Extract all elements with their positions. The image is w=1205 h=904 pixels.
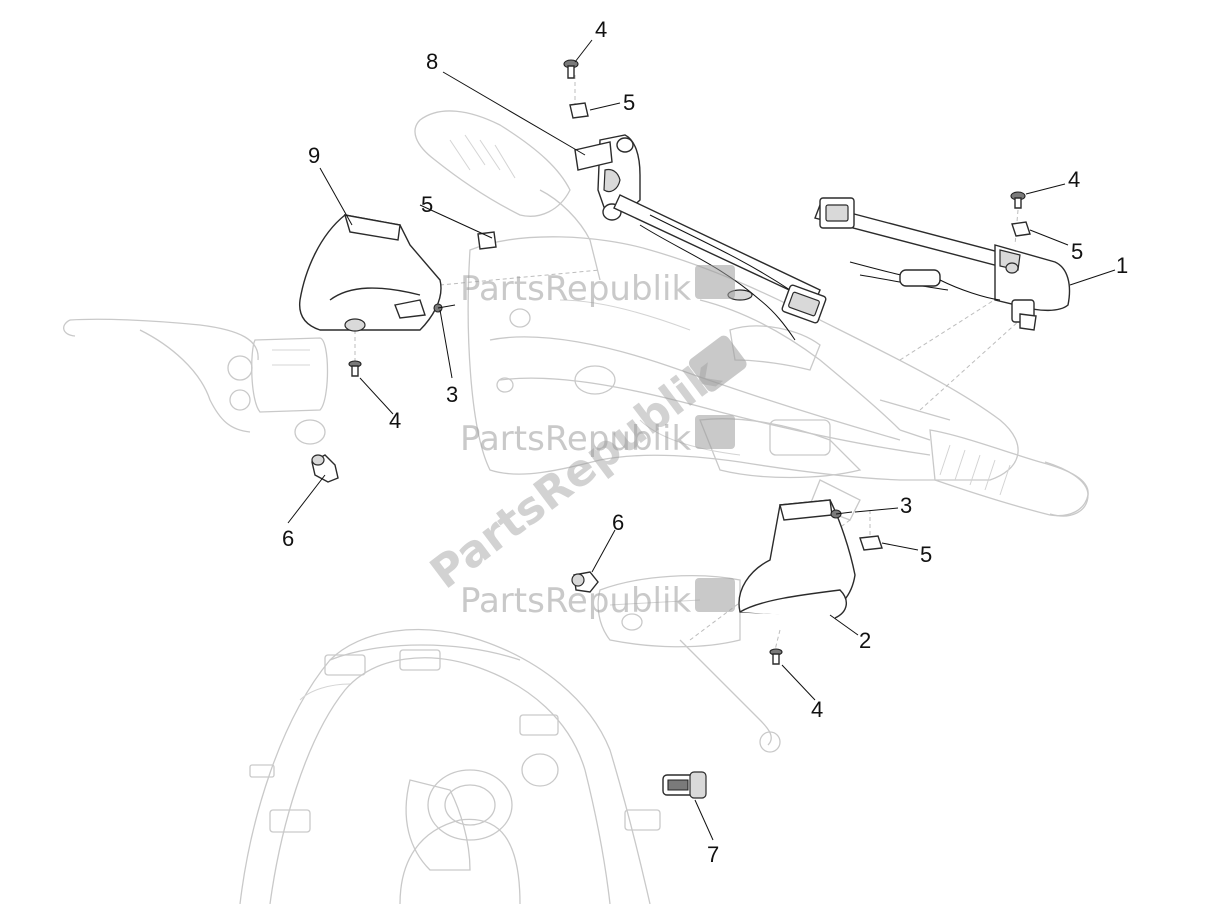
screw-4b-part [1010, 191, 1026, 209]
leader-lines [287, 39, 1116, 841]
screw-4a-part [563, 59, 579, 79]
left-grip-ghost [63, 110, 601, 445]
callout-6: 6 [282, 526, 294, 551]
left-control-switch-part [574, 134, 641, 221]
gear-icon [695, 415, 735, 449]
screw-4c-part [348, 360, 362, 377]
gear-icon [688, 335, 747, 392]
clip-5a-part [569, 102, 589, 119]
watermark-2: PartsRepublik [460, 415, 735, 459]
screw-3b-part [830, 509, 853, 519]
callout-4: 4 [811, 697, 823, 722]
headset-ghost [239, 629, 661, 904]
callout-5: 5 [623, 90, 635, 115]
callout-3: 3 [446, 382, 458, 407]
watermark-diagonal: PartsRepublik [421, 335, 747, 599]
callout-9: 9 [308, 143, 320, 168]
right-grip-ghost [899, 429, 1089, 517]
screw-4d-part [769, 648, 783, 665]
watermark-text: PartsRepublik [421, 348, 730, 599]
watermark-text: PartsRepublik [460, 419, 691, 459]
watermark-text: PartsRepublik [460, 581, 691, 621]
callout-5: 5 [1071, 239, 1083, 264]
socket-part [662, 771, 707, 799]
callout-5: 5 [920, 542, 932, 567]
handlebar-frame-ghost [467, 236, 1019, 521]
callout-4: 4 [595, 17, 607, 42]
clip-5d-part [859, 535, 883, 551]
callout-4: 4 [1068, 167, 1080, 192]
bulb-left-part [311, 454, 339, 483]
watermark-3: PartsRepublik [460, 578, 735, 621]
right-lever-ghost [597, 575, 781, 753]
bulb-right-part [571, 571, 599, 593]
left-switch-cover-part [298, 214, 442, 332]
callout-2: 2 [859, 628, 871, 653]
clip-5c-part [477, 231, 497, 250]
callout-6: 6 [612, 510, 624, 535]
gear-icon [695, 578, 735, 612]
callout-1: 1 [1116, 253, 1128, 278]
right-switch-assembly-part [814, 197, 1071, 331]
callout-4: 4 [389, 408, 401, 433]
clip-5b-part [1011, 221, 1031, 237]
screw-3a-part [433, 303, 456, 313]
right-switch-cover-part [738, 499, 856, 619]
callout-3: 3 [900, 493, 912, 518]
callout-labels: 1 2 3 3 4 4 4 4 5 5 5 5 6 6 7 8 9 [282, 17, 1128, 867]
gear-icon [695, 265, 735, 299]
callout-8: 8 [426, 49, 438, 74]
callout-5: 5 [421, 192, 433, 217]
watermark-1: PartsRepublik [460, 265, 735, 309]
watermark-text: PartsRepublik [460, 269, 691, 309]
callout-7: 7 [707, 842, 719, 867]
left-switch-harness-part [613, 194, 827, 341]
